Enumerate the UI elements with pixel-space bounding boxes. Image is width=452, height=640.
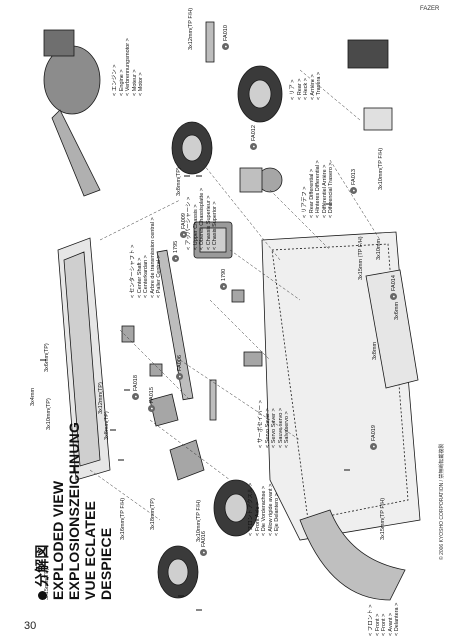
screw-label: 3x12mm(TP F/H) (188, 7, 194, 50)
part-badge: ●1790 (220, 269, 227, 290)
section-label-rear: < リア >< Rear >< Heck >< Arrière >< Trase… (290, 71, 322, 100)
screw-label: 3x10mm(TP F/H) (378, 147, 384, 190)
screw-label: 3x12mm(TP) (98, 382, 104, 414)
battery (347, 39, 389, 69)
part-badge: ●FA012 (250, 125, 257, 150)
section-label-front: < フロント >< Front >< Front >< Avant >< Del… (368, 602, 400, 636)
screw-label: 3x6mm (394, 301, 400, 320)
part-badge: ●FA015 (148, 387, 155, 412)
part-badge: ●FA019 (370, 425, 377, 450)
title-fr: VUE ECLATEE (82, 500, 98, 600)
screw-label: 3x10mm (376, 238, 382, 260)
part-badge: ●FA016 (200, 531, 207, 556)
part-circle-icon: ● (250, 143, 257, 150)
part-circle-icon: ● (370, 443, 377, 450)
part-circle-icon: ● (180, 231, 187, 238)
section-label-upper-chassis: < アッパーシャーシ >< Upper Chassis >< Oberes Ch… (186, 187, 218, 250)
front-bumper (299, 509, 406, 601)
screw-label: 3x8mm (372, 341, 378, 360)
part-circle-icon: ● (132, 393, 139, 400)
page-code: FAZER (420, 6, 440, 12)
part-badge: ●FA009 (180, 213, 187, 238)
part-circle-icon: ● (200, 549, 207, 556)
screw-label: 3x6mm(TP) (44, 343, 50, 372)
section-label-servo-saver: < サーボセイバー >< Servo Saver >< Servo Saver … (258, 400, 290, 448)
part-badge: ●1795 (172, 241, 179, 262)
title-es: DESPIECE (98, 527, 114, 600)
part-circle-icon: ● (148, 405, 155, 412)
screw-label: 3x15mm(TP) (44, 568, 50, 600)
screw-label: 3x4mm (30, 387, 36, 406)
screw-label: 3x16mm(TP F/H) (120, 497, 126, 540)
part-circle-icon: ● (220, 283, 227, 290)
center-shaft (156, 249, 194, 401)
part-circle-icon: ● (390, 293, 397, 300)
part-badge: ●FA018 (132, 375, 139, 400)
screw-label: 3x15mm (TP F/H) (358, 236, 364, 280)
part-badge: ●FA013 (350, 169, 357, 194)
receiver (363, 107, 393, 131)
section-label-front-axle: < フロントアクスル >< Front Axle >< Die Vorderac… (248, 482, 280, 536)
part-badge: ●FA006 (176, 355, 183, 380)
screw-label: 3x8mm(TP) (176, 167, 182, 196)
copyright: © 2006 KYOSHO CORPORATION / 禁無断転載複製 (439, 443, 445, 560)
part-circle-icon: ● (222, 43, 229, 50)
section-label-center-shaft: < センターシャフト >< Center Shaft >< Centerkard… (130, 217, 162, 298)
screw-label: 3x18mm(TP) (150, 498, 156, 530)
page-number: 30 (24, 620, 37, 632)
part-badge: ●FA010 (222, 25, 229, 50)
part-circle-icon: ● (172, 255, 179, 262)
side-guard (365, 269, 419, 389)
part-circle-icon: ● (176, 373, 183, 380)
screw-label: 3x15mm(TP F/H) (380, 497, 386, 540)
part-circle-icon: ● (350, 187, 357, 194)
title-en: EXPLODED VIEW (50, 480, 66, 600)
screw-label: 3x8mm(TP) (104, 411, 110, 440)
screw-label: 3x10mm(TP) (46, 398, 52, 430)
section-label-rear-diff: < リアデフ >< Rear Differential >< Hinteres … (302, 160, 334, 218)
title-de: EXPLOSIONSZEICHNUNG (66, 421, 82, 600)
section-label-engine: < エンジン >< Engine >< Verbrennungsmotor ><… (112, 38, 144, 96)
part-badge: ●FA014 (390, 275, 397, 300)
